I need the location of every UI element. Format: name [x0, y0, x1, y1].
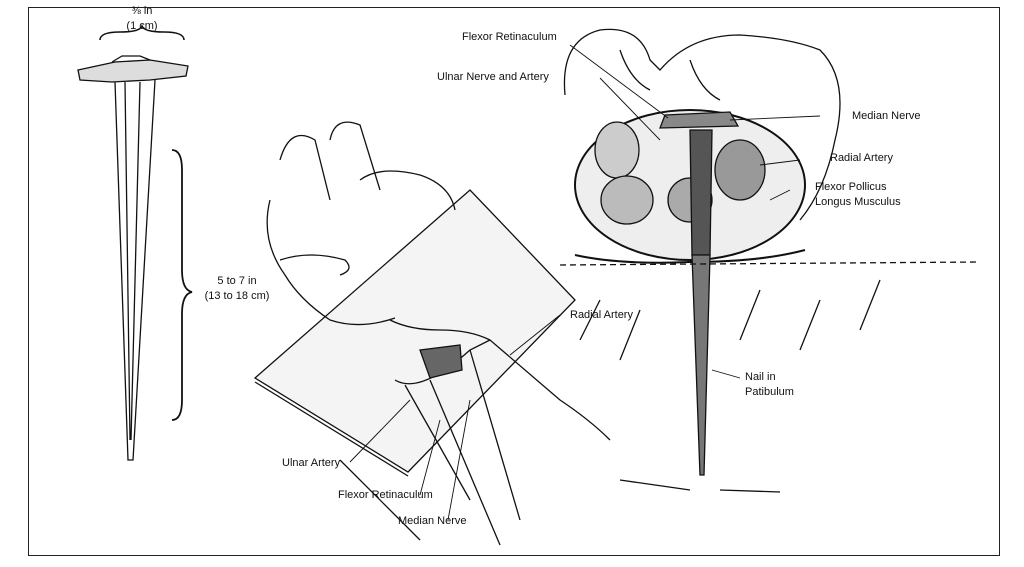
- nail-head-width-label: ⅜ in (1 cm): [100, 4, 184, 34]
- nail-in-patibulum-label: Nail in Patibulum: [745, 370, 794, 400]
- hand-radial-artery-label: Radial Artery: [570, 309, 633, 321]
- flexor-pollicus-line1: Flexor Pollicus: [815, 181, 887, 193]
- section-ulnar-nerve-artery-label: Ulnar Nerve and Artery: [437, 71, 549, 83]
- hand-flexor-retinaculum-label: Flexor Retinaculum: [338, 489, 433, 501]
- leader-lines: [349, 44, 821, 521]
- section-flexor-retinaculum-label: Flexor Retinaculum: [462, 31, 557, 43]
- nail-head-width-cm: (1 cm): [126, 20, 158, 32]
- nail-length-label: 5 to 7 in (13 to 18 cm): [192, 274, 282, 304]
- figure-frame: [28, 7, 1000, 556]
- hand-drawing: [253, 121, 611, 546]
- hand-ulnar-artery-label: Ulnar Artery: [282, 457, 341, 469]
- nail-head-width-inches: ⅜ in: [131, 5, 153, 17]
- nail-in-line2: Patibulum: [745, 386, 794, 398]
- nail-length-cm: (13 to 18 cm): [204, 290, 270, 302]
- flexor-pollicus-line2: Longus Musculus: [815, 196, 901, 208]
- section-radial-artery-label: Radial Artery: [830, 152, 893, 164]
- section-flexor-pollicus-label: Flexor Pollicus Longus Musculus: [815, 180, 901, 210]
- section-median-nerve-label: Median Nerve: [852, 110, 921, 122]
- hand-median-nerve-label: Median Nerve: [398, 515, 467, 527]
- nail-length-inches: 5 to 7 in: [217, 275, 257, 287]
- wrist-cross-section-drawing: [559, 28, 981, 493]
- nail-in-line1: Nail in: [745, 371, 776, 383]
- nail-drawing: [77, 23, 193, 461]
